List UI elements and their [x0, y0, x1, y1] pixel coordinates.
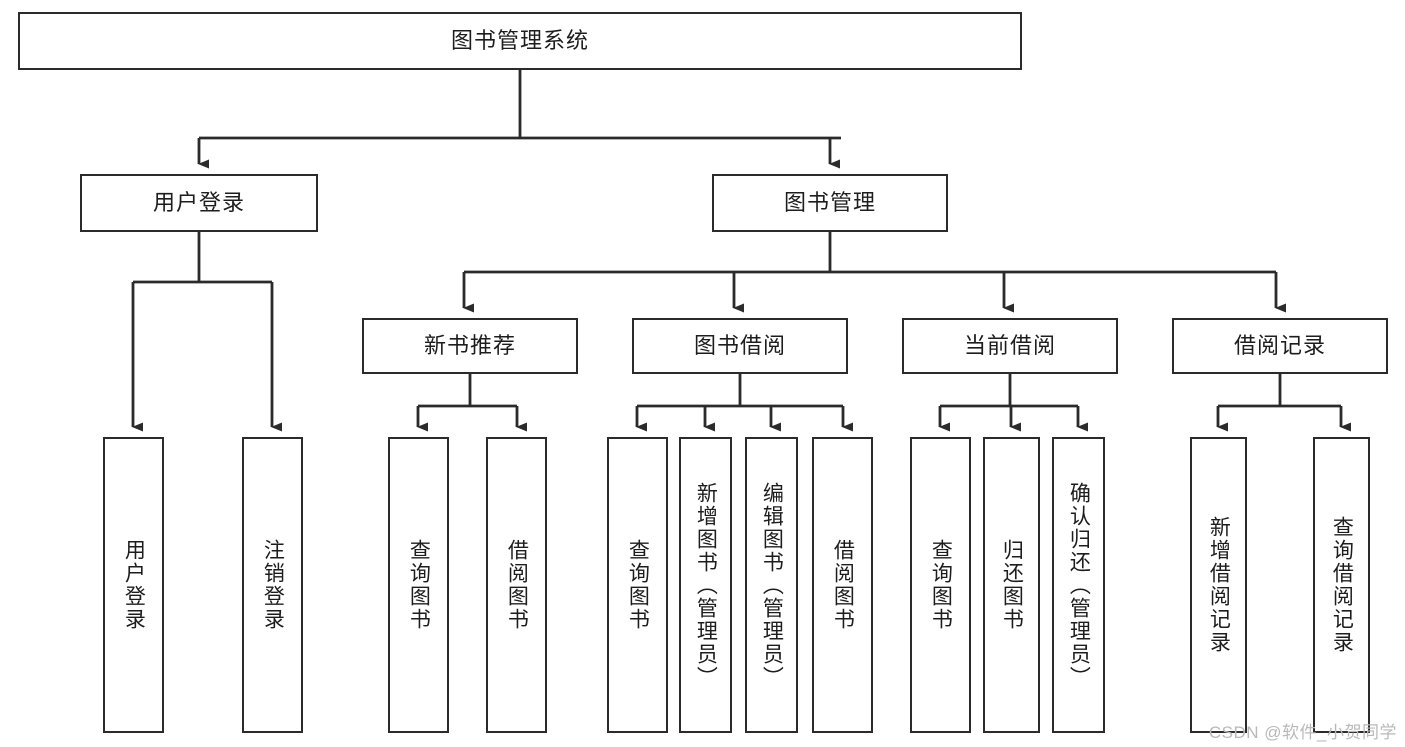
leaf-query-book-recommend[interactable]: 查询图书 [388, 437, 449, 733]
leaf-borrow-book-borrow[interactable]: 借阅图书 [812, 437, 873, 733]
node-borrow-records-label: 借阅记录 [1233, 332, 1326, 358]
leaf-return-book[interactable]: 归还图书 [983, 437, 1040, 733]
leaf-add-borrow-record-label: 新增借阅记录 [1207, 516, 1231, 654]
node-new-book-recommend-label: 新书推荐 [423, 332, 516, 358]
leaf-edit-book-admin-label: 编辑图书（管理员） [760, 481, 784, 689]
leaf-confirm-return-admin-label: 确认归还（管理员） [1067, 481, 1091, 689]
node-root-label: 图书管理系统 [450, 27, 589, 53]
node-current-borrow[interactable]: 当前借阅 [902, 318, 1118, 374]
node-current-borrow-label: 当前借阅 [963, 332, 1056, 358]
leaf-edit-book-admin[interactable]: 编辑图书（管理员） [745, 437, 798, 733]
leaf-add-borrow-record[interactable]: 新增借阅记录 [1190, 437, 1247, 733]
leaf-borrow-book-borrow-label: 借阅图书 [831, 539, 855, 631]
node-new-book-recommend[interactable]: 新书推荐 [362, 318, 578, 374]
leaf-query-book-current-label: 查询图书 [929, 539, 953, 631]
node-borrow-records[interactable]: 借阅记录 [1172, 318, 1388, 374]
node-book-borrow-label: 图书借阅 [693, 332, 786, 358]
leaf-add-book-admin[interactable]: 新增图书（管理员） [679, 437, 732, 733]
node-book-management-label: 图书管理 [783, 189, 876, 215]
leaf-borrow-book-recommend-label: 借阅图书 [505, 539, 529, 631]
leaf-query-book-borrow-label: 查询图书 [626, 539, 650, 631]
leaf-query-book-borrow[interactable]: 查询图书 [607, 437, 668, 733]
leaf-query-book-current[interactable]: 查询图书 [910, 437, 971, 733]
leaf-user-login[interactable]: 用户登录 [103, 437, 164, 733]
node-root[interactable]: 图书管理系统 [18, 12, 1022, 70]
leaf-confirm-return-admin[interactable]: 确认归还（管理员） [1052, 437, 1105, 733]
node-user-login-label: 用户登录 [152, 189, 245, 215]
leaf-query-borrow-record[interactable]: 查询借阅记录 [1313, 437, 1370, 733]
csdn-watermark: CSDN @软件_小贺同学 [1208, 723, 1397, 742]
leaf-borrow-book-recommend[interactable]: 借阅图书 [486, 437, 547, 733]
node-book-management[interactable]: 图书管理 [712, 174, 948, 232]
leaf-return-book-label: 归还图书 [1000, 539, 1024, 631]
leaf-logout-login-label: 注销登录 [261, 539, 285, 631]
leaf-user-login-label: 用户登录 [122, 539, 146, 631]
leaf-add-book-admin-label: 新增图书（管理员） [694, 481, 718, 689]
node-book-borrow[interactable]: 图书借阅 [632, 318, 848, 374]
connectors [131, 70, 1351, 432]
leaf-logout-login[interactable]: 注销登录 [242, 437, 303, 733]
leaf-query-borrow-record-label: 查询借阅记录 [1330, 516, 1354, 654]
node-user-login[interactable]: 用户登录 [80, 174, 318, 232]
leaf-query-book-recommend-label: 查询图书 [407, 539, 431, 631]
